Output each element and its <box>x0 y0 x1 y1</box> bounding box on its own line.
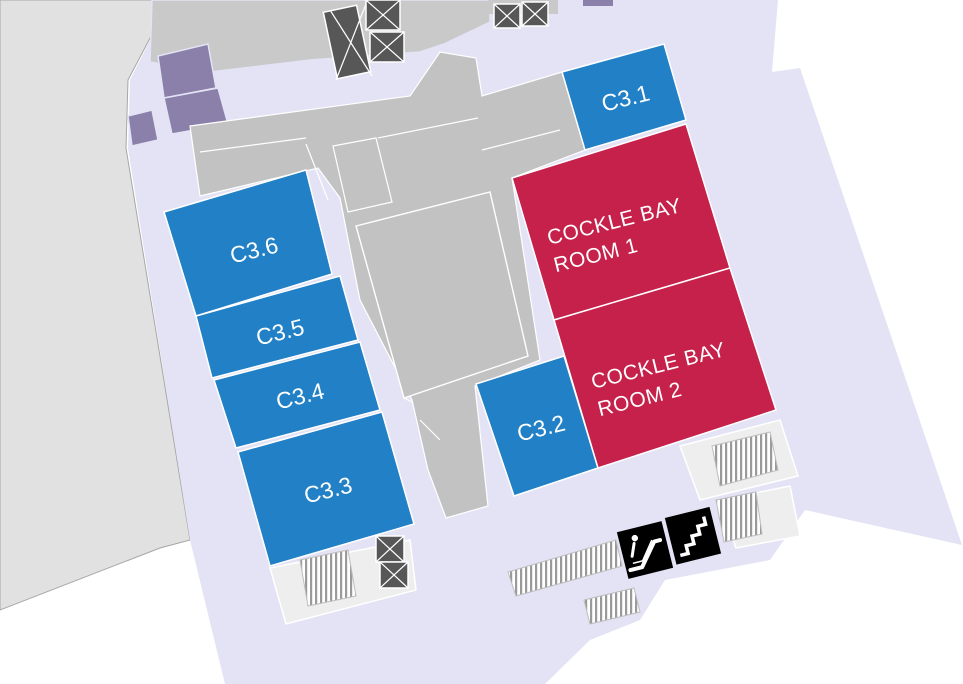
crossed-box-icon <box>365 0 401 31</box>
room-cockle-bay-1[interactable]: COCKLE BAY ROOM 1 <box>511 123 731 321</box>
room-c3-4[interactable]: C3.4 <box>213 341 381 449</box>
stairs-icon[interactable] <box>664 506 722 565</box>
crossed-box-icon <box>322 3 373 81</box>
crossed-box-icon <box>375 535 409 589</box>
room-c3-2[interactable]: C3.2 <box>475 355 599 497</box>
service-shafts-top <box>322 0 549 81</box>
room-c3-1[interactable]: C3.1 <box>561 43 687 151</box>
room-c3-5[interactable]: C3.5 <box>195 275 359 379</box>
stair-block-bottom-left <box>269 535 417 625</box>
stair-block-bottom-right <box>679 419 801 549</box>
crossed-box-icon <box>493 1 549 29</box>
room-c3-3[interactable]: C3.3 <box>237 411 415 567</box>
escalator-ramps <box>507 539 641 625</box>
crossed-box-icon <box>369 31 405 63</box>
central-core <box>189 51 586 519</box>
room-c3-6[interactable]: C3.6 <box>163 169 333 317</box>
room-cockle-bay-2[interactable]: COCKLE BAY ROOM 2 <box>553 267 777 469</box>
escalator-icon[interactable] <box>616 521 674 579</box>
